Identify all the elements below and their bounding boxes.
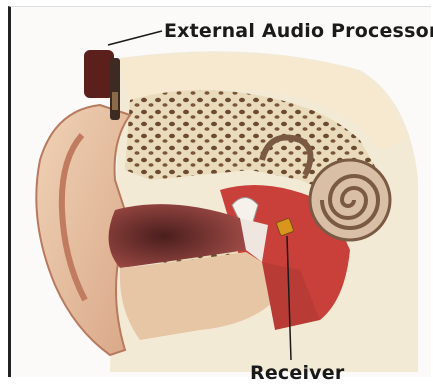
processor-leader-line xyxy=(108,31,162,45)
cochlea xyxy=(310,160,390,240)
external-audio-processor-label: External Audio Processor xyxy=(164,20,433,42)
receiver-label: Receiver xyxy=(250,362,344,384)
